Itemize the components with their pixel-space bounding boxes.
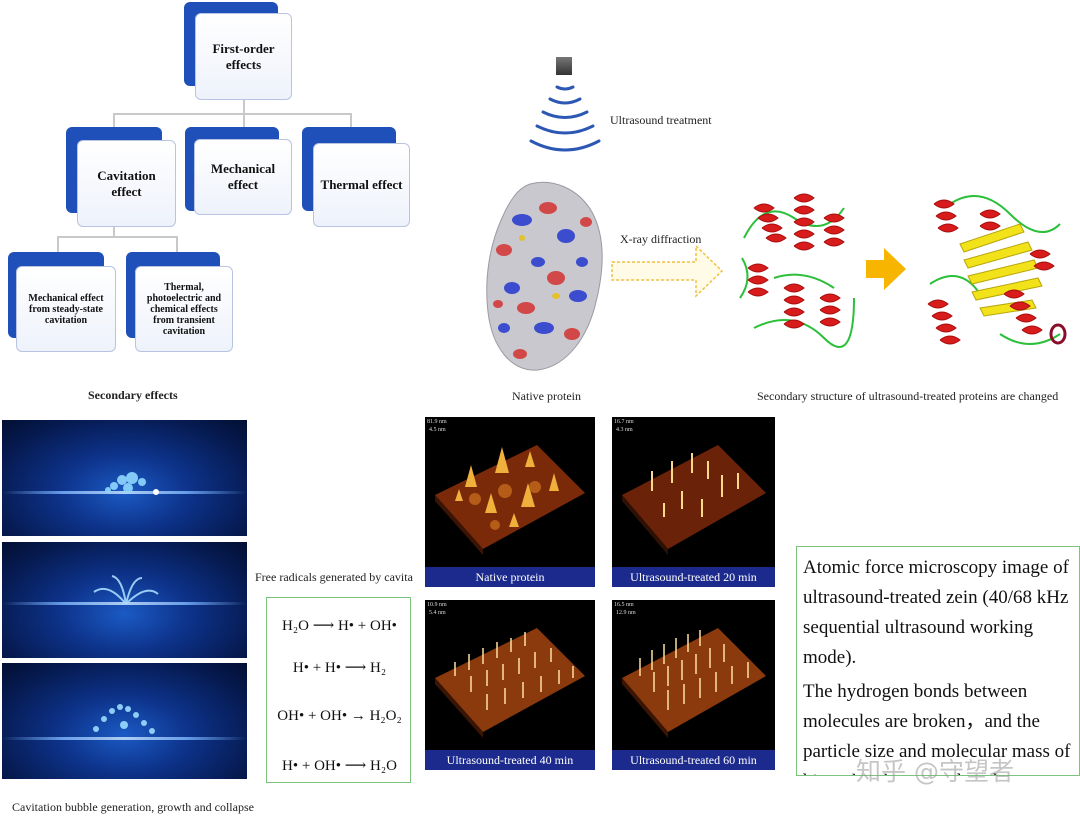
afm-description-paragraph-2: The hydrogen bonds between molecules are… [803,681,1071,775]
structure-changed-label: Secondary structure of ultrasound-treate… [757,389,1059,403]
afm-60min-subscale: 12.9 nm [616,610,636,616]
xray-diffraction-label: X-ray diffraction [620,232,702,246]
cavitation-effect-label: Cavitation effect [77,140,176,227]
native-protein-surface [486,181,603,371]
structure-change-arrow-icon [866,248,906,290]
afm-caption-40min: Ultrasound-treated 40 min [425,750,595,770]
afm-20min-scale: 16.7 nm [614,419,634,425]
afm-native-subscale: 4.5 nm [429,427,446,433]
afm-image-60min: 16.5 nm 12.9 nm [612,600,775,750]
afm-description-box: Atomic force microscopy image of ultraso… [796,546,1080,776]
afm-60min-scale: 16.5 nm [614,602,634,608]
steady-state-cavitation-box: Mechanical effect from steady-state cavi… [8,252,116,352]
mechanical-effect-box: Mechanical effect [185,127,292,215]
cavitation-effect-box: Cavitation effect [66,127,176,227]
bubble-growth-panel [2,542,247,658]
ultrasound-wave-icon [529,85,601,152]
equation-1: H₂O ⟶ H• + OH• [282,618,397,634]
afm-caption-20min: Ultrasound-treated 20 min [612,567,775,587]
native-protein-label: Native protein [512,389,581,403]
afm-caption-native: Native protein [425,567,595,587]
afm-20min-subscale: 4.3 nm [616,427,633,433]
transient-cavitation-label: Thermal, photoelectric and chemical effe… [135,266,233,352]
afm-image-20min: 16.7 nm 4.3 nm [612,417,775,567]
mechanical-effect-label: Mechanical effect [194,139,292,215]
watermark: 知乎 @守望者 [856,757,1014,786]
free-radical-equations-box: H₂O ⟶ H• + OH• H• + H• ⟶ H₂ OH• + OH• → … [266,597,411,783]
equation-2: H• + H• ⟶ H₂ [292,660,387,676]
transient-cavitation-box: Thermal, photoelectric and chemical effe… [126,252,233,352]
first-order-effects-box: First-order effects [184,2,292,100]
bubble-collapse-panel [2,663,247,779]
equation-4: H• + OH• ⟶ H₂O [282,758,397,774]
cavitation-caption: Cavitation bubble generation, growth and… [12,800,254,814]
afm-native-scale: 81.9 nm [427,419,447,425]
first-order-effects-label: First-order effects [195,13,292,100]
afm-caption-60min: Ultrasound-treated 60 min [612,750,775,770]
thermal-effect-label: Thermal effect [313,143,410,227]
protein-ribbon-structure-before [739,193,855,348]
protein-ribbon-structure-after [927,195,1067,345]
afm-image-40min: 10.9 nm 5.4 nm [425,600,595,750]
bubble-generation-panel [2,420,247,536]
afm-40min-scale: 10.9 nm [427,602,447,608]
free-radicals-caption: Free radicals generated by cavitatic [255,570,413,584]
secondary-effects-label: Secondary effects [88,388,178,402]
steady-state-cavitation-label: Mechanical effect from steady-state cavi… [16,266,116,352]
ultrasound-transducer-icon [556,57,572,75]
thermal-effect-box: Thermal effect [302,127,410,227]
ultrasound-treatment-label: Ultrasound treatment [610,113,712,127]
afm-40min-subscale: 5.4 nm [429,610,446,616]
xray-diffraction-arrow-icon [611,244,724,298]
equation-3: OH• + OH• → H₂O₂ [277,708,402,724]
afm-image-native: 81.9 nm 4.5 nm [425,417,595,567]
afm-description-paragraph-1: Atomic force microscopy image of ultraso… [803,557,1069,668]
